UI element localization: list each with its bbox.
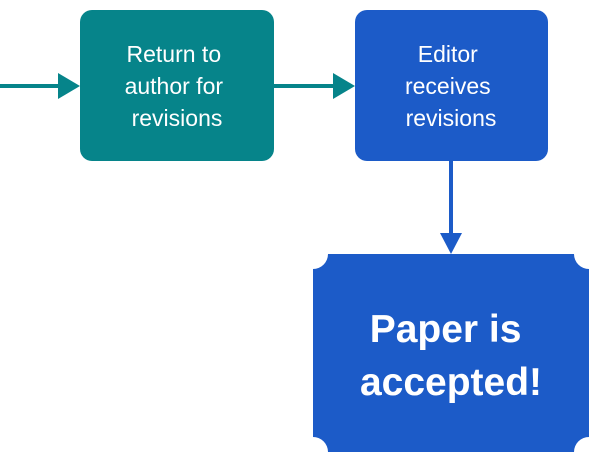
node-return-to-author-line-3: revisions	[132, 105, 223, 131]
node-editor-receives-label: Editor receives revisions	[405, 41, 497, 131]
arrow-return-to-editor	[274, 73, 355, 99]
node-paper-accepted-box	[313, 254, 589, 452]
arrow-incoming-head	[58, 73, 80, 99]
node-editor-receives-line-3: revisions	[406, 105, 497, 131]
node-return-to-author: Return to author for revisions	[80, 10, 274, 161]
node-paper-accepted: Paper is accepted!	[313, 254, 589, 452]
node-paper-accepted-line-1: Paper is	[370, 308, 522, 351]
arrow-editor-to-accepted-head	[440, 233, 462, 254]
arrow-return-to-editor-head	[333, 73, 355, 99]
node-return-to-author-line-2: author for	[125, 73, 224, 99]
node-editor-receives: Editor receives revisions	[355, 10, 548, 161]
node-editor-receives-box	[355, 10, 548, 161]
node-editor-receives-line-2: receives	[405, 73, 491, 99]
arrow-editor-to-accepted	[440, 161, 462, 254]
node-return-to-author-box	[80, 10, 274, 161]
arrow-incoming	[0, 73, 80, 99]
node-editor-receives-line-1: Editor	[418, 41, 478, 67]
node-paper-accepted-line-2: accepted!	[360, 361, 542, 404]
node-paper-accepted-label: Paper is accepted!	[360, 308, 542, 404]
node-return-to-author-line-1: Return to	[127, 41, 222, 67]
node-return-to-author-label: Return to author for revisions	[125, 41, 230, 131]
